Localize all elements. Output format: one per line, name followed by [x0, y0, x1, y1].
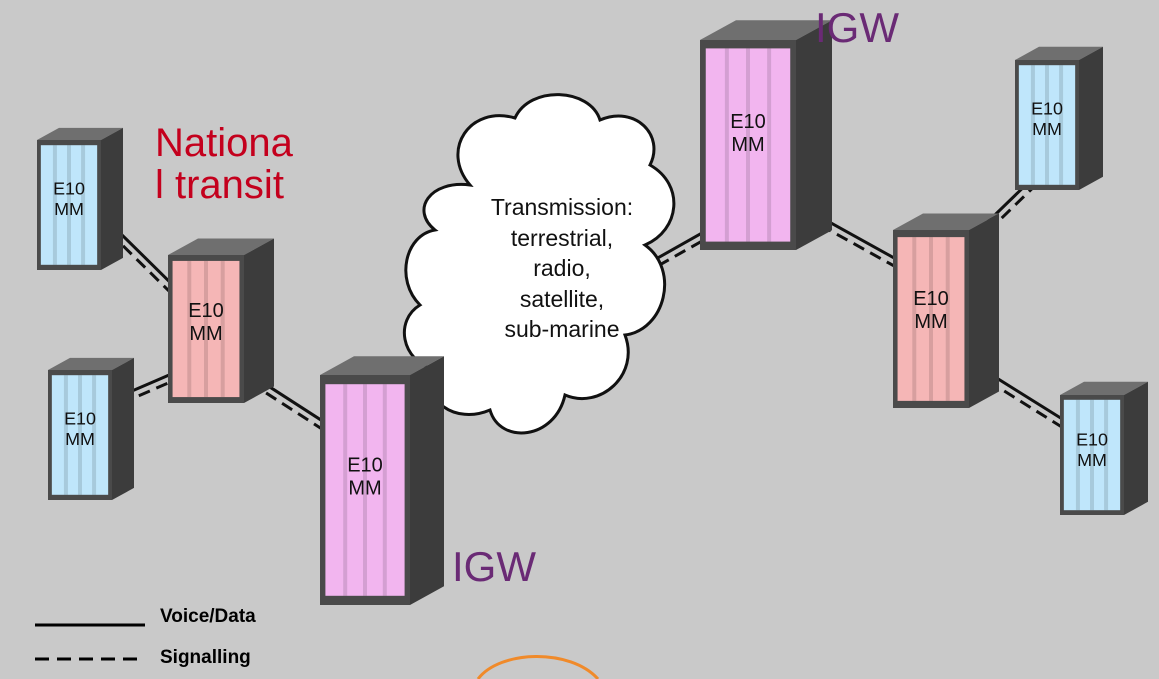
- cabinet-side: [1124, 381, 1148, 515]
- link-transitright-local4-voice-line: [991, 373, 1073, 427]
- cabinet-door: [705, 48, 791, 242]
- cabinet-stripe: [1045, 65, 1049, 185]
- cabinet-stripe: [92, 375, 97, 495]
- exchange-label: MM: [65, 429, 95, 449]
- link-igwtop-transitright-signalling-line: [819, 223, 905, 273]
- exchange-label: MM: [54, 199, 84, 219]
- exchange-label: MM: [1032, 119, 1062, 139]
- cabinet-top: [1015, 46, 1103, 60]
- link-local1-transit-signalling-line: [108, 231, 177, 299]
- cabinet-stripe: [945, 237, 950, 401]
- exchange-label: E10: [188, 300, 224, 322]
- cloud-shape: [403, 93, 676, 435]
- cabinet-stripe: [343, 384, 348, 596]
- cabinet-side: [410, 356, 444, 605]
- national-transit-label: Nationa l transit: [155, 121, 293, 207]
- cabinet-stripe: [52, 145, 57, 265]
- cabinet-side: [244, 238, 274, 403]
- transmission-cloud: [403, 93, 676, 435]
- exchange-label: MM: [348, 478, 381, 500]
- exchange-label: MM: [914, 311, 947, 333]
- exchange-label: MM: [189, 323, 222, 345]
- cabinet-side: [101, 127, 123, 271]
- cabinet-top: [168, 238, 274, 255]
- legend-signalling-label: Signalling: [160, 647, 251, 668]
- exchange-label: E10: [1031, 99, 1063, 119]
- exchange-label: E10: [53, 179, 85, 199]
- link-cloud-igwtop-signalling-line: [640, 229, 721, 277]
- cabinet-stripe: [1090, 399, 1094, 511]
- cabinet-side: [1079, 46, 1103, 190]
- cabinet-side: [112, 357, 134, 500]
- cabinet-stripe: [767, 48, 772, 242]
- cabinet-top: [320, 356, 444, 375]
- cabinet-stripe: [67, 145, 71, 265]
- exchange-label: E10: [1076, 429, 1108, 449]
- cabinet-side: [796, 20, 832, 251]
- cabinet-door: [325, 384, 405, 596]
- cabinet-side: [969, 213, 999, 408]
- exchange-label: MM: [1077, 450, 1107, 470]
- cabinet-stripe: [81, 145, 86, 265]
- cabinet-top: [1060, 381, 1148, 395]
- igw-top-label: IGW: [815, 4, 899, 51]
- cabinet-top: [48, 357, 134, 370]
- cabinet-stripe: [1075, 399, 1080, 511]
- accent-arc: [476, 655, 600, 679]
- cabinet-door: [172, 260, 240, 398]
- cabinet-stripe: [204, 260, 208, 398]
- exchange-label: E10: [347, 455, 383, 477]
- cabinet-stripe: [382, 384, 387, 596]
- igw-bottom-label: IGW: [452, 543, 536, 590]
- cabinet-stripe: [220, 260, 225, 398]
- cabinet-door: [1018, 65, 1076, 185]
- cabinet-stripe: [63, 375, 68, 495]
- cabinet-stripe: [912, 237, 917, 401]
- cabinet-stripe: [187, 260, 192, 398]
- cabinet-top: [700, 20, 832, 40]
- cabinet-stripe: [929, 237, 933, 401]
- cabinet-stripe: [724, 48, 729, 242]
- cabinet-stripe: [1030, 65, 1035, 185]
- transmission-cloud-label: Transmission: terrestrial, radio, satell…: [490, 194, 634, 343]
- link-transit-igwbottom-signalling-line: [265, 391, 329, 435]
- link-transitright-local4-signalling-line: [987, 379, 1069, 433]
- exchange-label: MM: [731, 134, 764, 156]
- cabinet-stripe: [363, 384, 367, 596]
- cabinet-stripe: [78, 375, 82, 495]
- legend-voice-label: Voice/Data: [160, 606, 256, 627]
- cabinet-stripe: [1104, 399, 1109, 511]
- cabinet-stripe: [1059, 65, 1064, 185]
- link-igwtop-transitright-voice-line: [822, 217, 908, 267]
- cabinet-door: [897, 237, 965, 401]
- cabinet-door: [40, 145, 98, 265]
- cabinet-top: [37, 127, 123, 140]
- cabinet-door: [51, 375, 109, 495]
- exchange-label: E10: [730, 111, 766, 133]
- link-transitright-local3-signalling-line: [973, 179, 1042, 246]
- cabinet-door: [1063, 399, 1121, 511]
- exchange-label: E10: [64, 409, 96, 429]
- cabinet-top: [893, 213, 999, 230]
- exchange-label: E10: [913, 288, 949, 310]
- cabinet-stripe: [746, 48, 750, 242]
